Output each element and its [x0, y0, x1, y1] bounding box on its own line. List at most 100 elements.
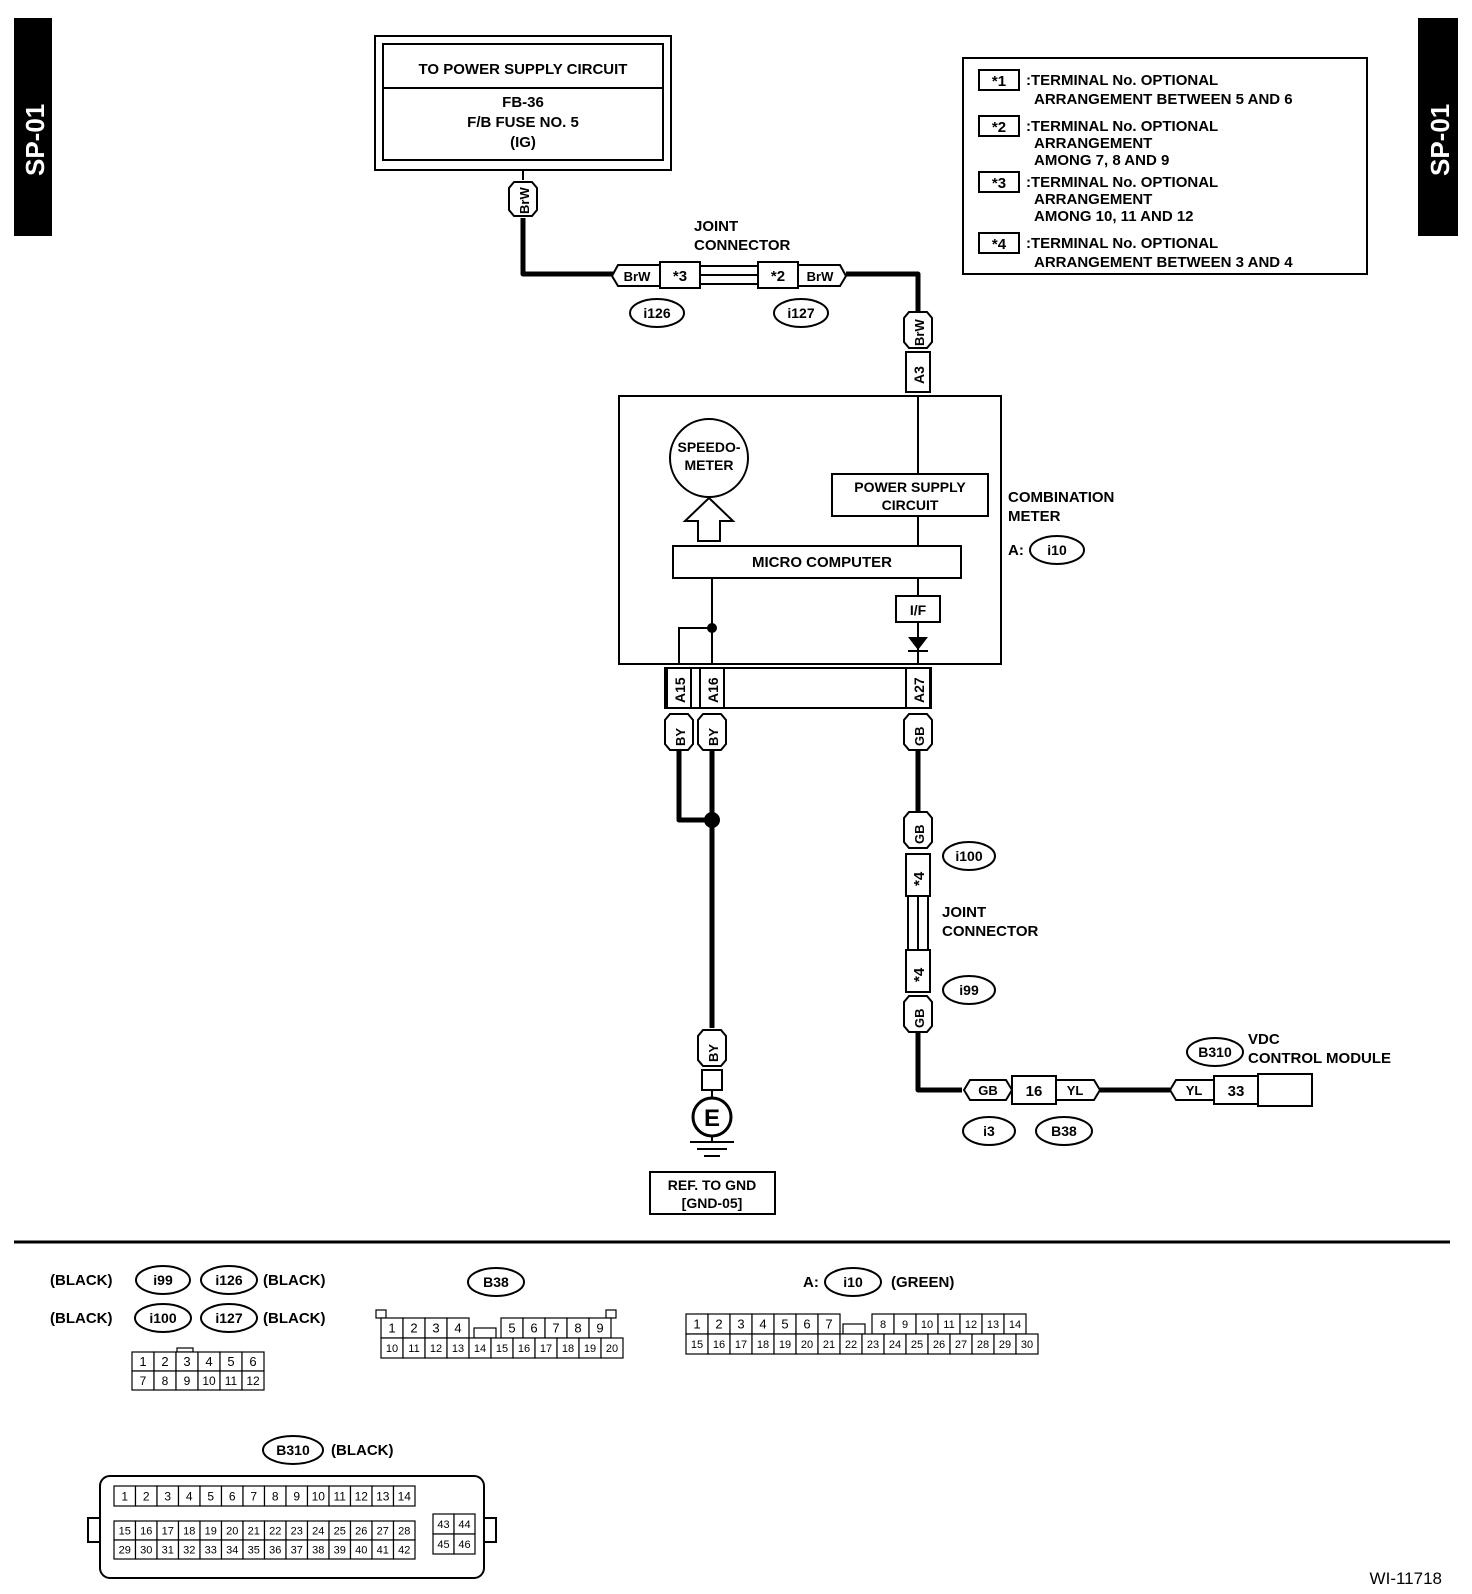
- bottom-gb: GB: [978, 1083, 998, 1098]
- pin-cell: 8: [263, 1485, 287, 1507]
- legend-line-4-2: ARRANGEMENT BETWEEN 3 AND 4: [1034, 254, 1293, 271]
- joint-top-left-wire: BrW: [624, 269, 651, 284]
- pin-label: 13: [987, 1319, 999, 1331]
- pin-cell: 32: [177, 1539, 201, 1560]
- pin-label: 44: [458, 1519, 470, 1531]
- pin-cell: 7: [242, 1485, 266, 1507]
- legend-line-1-2: ARRANGEMENT BETWEEN 5 AND 6: [1034, 91, 1293, 108]
- pin-label: 2: [715, 1317, 722, 1332]
- combination-meter: SPEEDO- METER POWER SUPPLY CIRCUIT MICRO…: [618, 395, 1114, 665]
- cv-b38-conn: B38: [483, 1274, 509, 1290]
- pin-label: 6: [229, 1489, 236, 1503]
- top-wire: BrW: [508, 170, 616, 277]
- pin-label: 1: [139, 1354, 146, 1369]
- legend-line-3-1: :TERMINAL No. OPTIONAL: [1026, 174, 1218, 191]
- pin-label: 41: [377, 1544, 389, 1556]
- ground-symbol: E REF. TO GND [GND-05]: [649, 1096, 776, 1215]
- pin-cell: 6: [241, 1351, 265, 1372]
- pin-cell: 11: [219, 1370, 243, 1391]
- pin-cell: 1: [380, 1317, 404, 1339]
- pin-label: 18: [183, 1525, 195, 1537]
- pin-label: 2: [161, 1354, 168, 1369]
- joint-mid-upper-term: *4: [911, 871, 928, 886]
- pin-label: 27: [377, 1525, 389, 1537]
- pin-label: 25: [911, 1339, 923, 1351]
- pin-cell: 17: [156, 1520, 180, 1541]
- pin-label: 1: [121, 1489, 128, 1503]
- pin-label: 33: [205, 1544, 217, 1556]
- pin-cell: 2: [402, 1317, 426, 1339]
- pin-label: 19: [584, 1343, 596, 1355]
- legend-line-2-2: ARRANGEMENT: [1034, 135, 1152, 152]
- pin-label: 2: [410, 1321, 417, 1336]
- pin-label: 13: [452, 1343, 464, 1355]
- pin-cell: 13: [371, 1485, 395, 1507]
- pin-label: 35: [248, 1544, 260, 1556]
- pin-label: 8: [272, 1489, 279, 1503]
- cv-i10-prefix: A:: [803, 1274, 819, 1291]
- pin-label: 38: [312, 1544, 324, 1556]
- pin-label: 21: [823, 1339, 835, 1351]
- pin-label: 7: [825, 1317, 832, 1332]
- side-tab-right-label: SP-01: [1425, 104, 1455, 176]
- pin-cell: 19: [199, 1520, 223, 1541]
- pin-label: 24: [889, 1339, 901, 1351]
- legend-line-2-1: :TERMINAL No. OPTIONAL: [1026, 118, 1218, 135]
- pin-label: 17: [162, 1525, 174, 1537]
- pin-cell: 38: [306, 1539, 330, 1560]
- pin-label: 43: [437, 1519, 449, 1531]
- joint-top-right-wire: BrW: [807, 269, 834, 284]
- pin-label: 7: [140, 1374, 147, 1388]
- legend-mark-3: *3: [992, 175, 1006, 192]
- pin-label: 21: [248, 1525, 260, 1537]
- pin-label: 12: [965, 1319, 977, 1331]
- meter-conn: i10: [1047, 542, 1067, 558]
- pin-cell: 2: [153, 1351, 177, 1372]
- joint-mid-title-2: CONNECTOR: [942, 923, 1039, 940]
- legend-line-3-3: AMONG 10, 11 AND 12: [1034, 208, 1194, 225]
- pin-cell: 21: [817, 1333, 841, 1355]
- pin-label: 8: [880, 1319, 886, 1331]
- pin-cell: 36: [263, 1539, 287, 1560]
- pin-label: 23: [867, 1339, 879, 1351]
- cv-i10-conn: i10: [843, 1274, 863, 1290]
- pin-cell: 39: [328, 1539, 352, 1560]
- joint-top-left-term: *3: [673, 268, 687, 285]
- pin-label: 18: [757, 1339, 769, 1351]
- pin-label: 23: [291, 1525, 303, 1537]
- pin-cell: 9: [893, 1313, 917, 1335]
- pin-cell: 7: [131, 1370, 155, 1391]
- pin-cell: 34: [220, 1539, 244, 1560]
- pin-label: 16: [518, 1343, 530, 1355]
- pin-label: 14: [398, 1489, 412, 1503]
- pin-cell: 16: [134, 1520, 158, 1541]
- bottom-term2: 33: [1228, 1083, 1245, 1100]
- pin-label: 9: [293, 1489, 300, 1503]
- power-supply-line-2: F/B FUSE NO. 5: [467, 114, 579, 131]
- pin-label: 4: [759, 1317, 766, 1332]
- meter-title-1: COMBINATION: [1008, 489, 1114, 506]
- pin-cell: 26: [927, 1333, 951, 1355]
- side-tab-left: SP-01: [14, 18, 52, 236]
- pin-cell: 26: [349, 1520, 373, 1541]
- wire-label-by-ground: BY: [706, 1044, 721, 1062]
- pin-cell: 9: [285, 1485, 309, 1507]
- pin-cell: 12: [959, 1313, 983, 1335]
- pin-label: 10: [202, 1374, 216, 1388]
- speedo-label-1: SPEEDO-: [677, 439, 740, 455]
- pin-cell: 22: [263, 1520, 287, 1541]
- pin-a16: A16: [705, 677, 721, 703]
- pin-label: 1: [693, 1317, 700, 1332]
- gb-wire-run: GB GB *4 *4 GB i100 i99 JOINT CONNECTOR: [903, 713, 1039, 1093]
- pin-cell: 11: [328, 1485, 352, 1507]
- side-tab-right: SP-01: [1418, 18, 1458, 236]
- pin-cell: 5: [199, 1485, 223, 1507]
- pin-cell: 28: [392, 1520, 416, 1541]
- ground-ref-2: [GND-05]: [682, 1195, 743, 1211]
- terminal-legend: *1 :TERMINAL No. OPTIONAL ARRANGEMENT BE…: [962, 57, 1368, 275]
- pin-cell: 16: [512, 1337, 536, 1359]
- pin-cell: 9: [175, 1370, 199, 1391]
- pin-cell: 18: [556, 1337, 580, 1359]
- pin-label: 34: [226, 1544, 238, 1556]
